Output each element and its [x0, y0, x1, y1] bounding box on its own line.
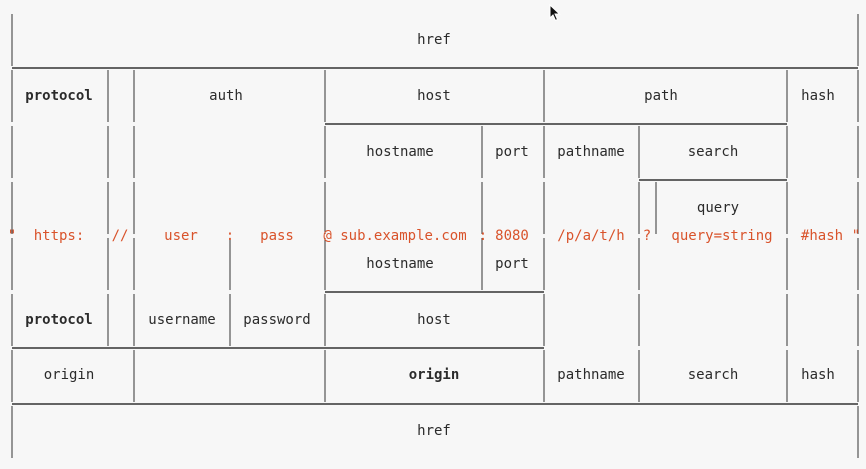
- protocol-top-label: protocol: [25, 88, 93, 104]
- url-colon-port: :: [478, 228, 488, 244]
- hostname-lower-label: hostname: [366, 256, 434, 272]
- pathname-lower-label: pathname: [557, 367, 625, 383]
- url-hash: #hash: [800, 228, 844, 244]
- url-at-host: @ sub.example.com: [323, 228, 467, 244]
- pathname-top-label: pathname: [557, 144, 625, 160]
- url-close-quote: ": [851, 228, 861, 244]
- url-colon-auth: :: [225, 228, 235, 244]
- url-pass: pass: [260, 228, 294, 244]
- url-question-mark: ?: [642, 228, 652, 244]
- url-protocol: https:: [33, 228, 85, 244]
- search-top-label: search: [687, 144, 739, 160]
- url-slashes: //: [111, 228, 129, 244]
- password-label: password: [243, 312, 311, 328]
- href-bottom-label: href: [417, 423, 451, 439]
- url-path: /p/a/t/h: [557, 228, 625, 244]
- url-user: user: [164, 228, 198, 244]
- mouse-pointer-icon: [549, 4, 561, 22]
- port-lower-label: port: [495, 256, 529, 272]
- host-lower-label: host: [417, 312, 451, 328]
- url-open-quote: ": [7, 228, 17, 244]
- href-top-label: href: [417, 32, 451, 48]
- path-label: path: [644, 88, 678, 104]
- protocol-lower-label: protocol: [25, 312, 93, 328]
- search-lower-label: search: [687, 367, 739, 383]
- hash-top-label: hash: [801, 88, 835, 104]
- hostname-top-label: hostname: [366, 144, 434, 160]
- origin-left-label: origin: [43, 367, 95, 383]
- username-label: username: [148, 312, 216, 328]
- hash-lower-label: hash: [801, 367, 835, 383]
- port-top-label: port: [495, 144, 529, 160]
- url-port: 8080: [495, 228, 529, 244]
- auth-label: auth: [209, 88, 243, 104]
- url-query: query=string: [671, 228, 773, 244]
- host-top-label: host: [417, 88, 451, 104]
- origin-right-label: origin: [408, 367, 460, 383]
- query-label: query: [696, 200, 740, 216]
